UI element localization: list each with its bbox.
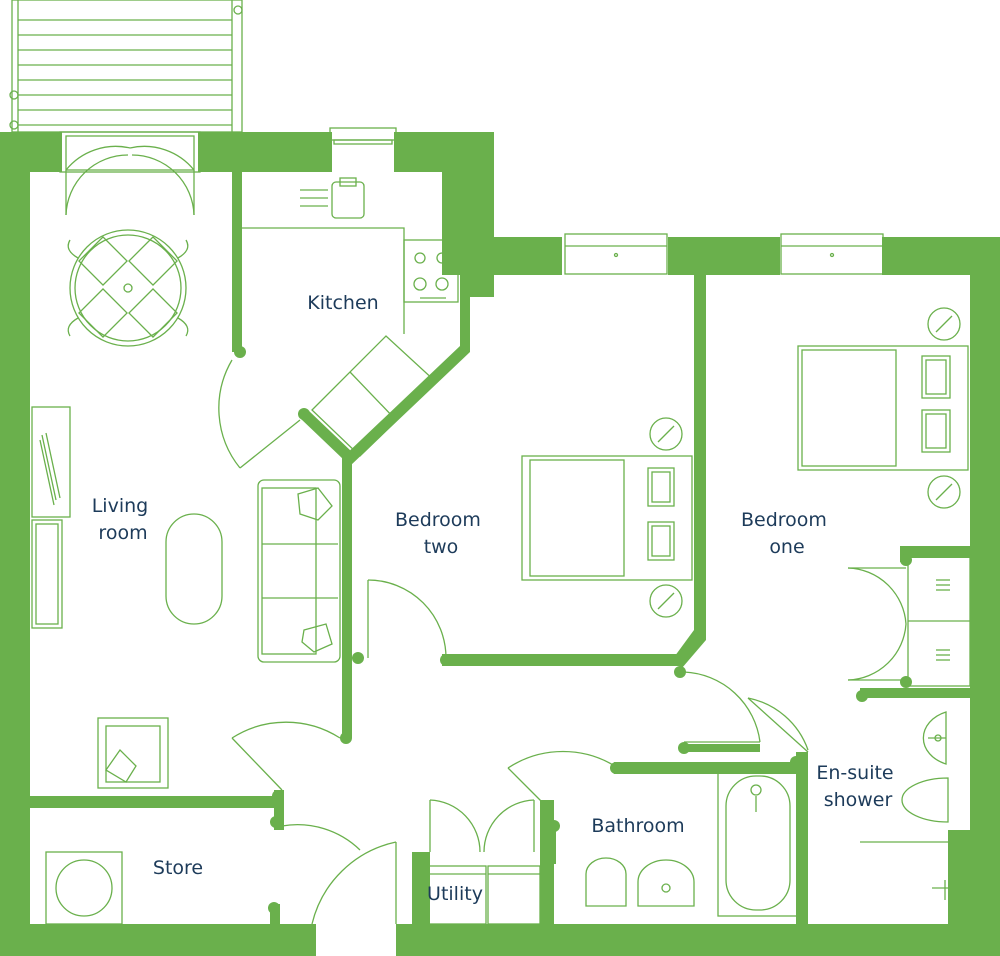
label-living-room: Living room	[92, 495, 155, 544]
label-bedroom-one-line1: Bedroom	[741, 509, 827, 531]
tv-unit	[31, 406, 71, 518]
bathroom-toilet	[585, 857, 627, 907]
label-bedroom-two-line2: two	[424, 536, 459, 558]
armchair	[97, 717, 169, 789]
label-bedroom-two-line1: Bedroom	[395, 509, 481, 531]
wall-junctions	[234, 346, 912, 914]
sofa	[257, 479, 341, 663]
label-bathroom: Bathroom	[591, 815, 684, 837]
label-bedroom-one-line2: one	[769, 536, 804, 558]
bed-double-bedroom-one	[797, 307, 969, 509]
balcony	[9, 0, 243, 133]
door-swings	[218, 359, 907, 925]
label-bedroom-two: Bedroom two	[395, 509, 487, 558]
label-bedroom-one: Bedroom one	[741, 509, 833, 558]
dining-table	[67, 229, 189, 347]
side-unit	[31, 519, 63, 629]
label-living-room-line2: room	[98, 522, 147, 544]
coffee-table	[165, 513, 223, 625]
bathroom-basin	[637, 859, 695, 907]
ensuite-fixtures	[860, 711, 958, 900]
label-ensuite: En-suite shower	[816, 762, 899, 811]
bed-double-bedroom-two	[521, 455, 693, 581]
bedside-lamp	[649, 417, 683, 618]
walls	[0, 132, 1000, 956]
label-store: Store	[153, 857, 203, 879]
label-kitchen: Kitchen	[307, 292, 378, 314]
label-living-room-line1: Living	[92, 495, 149, 517]
label-ensuite-line1: En-suite	[816, 762, 893, 784]
label-ensuite-line2: shower	[824, 789, 893, 811]
balcony-doors	[59, 131, 201, 216]
window-bedroom-two	[564, 233, 668, 275]
label-utility: Utility	[427, 883, 483, 905]
